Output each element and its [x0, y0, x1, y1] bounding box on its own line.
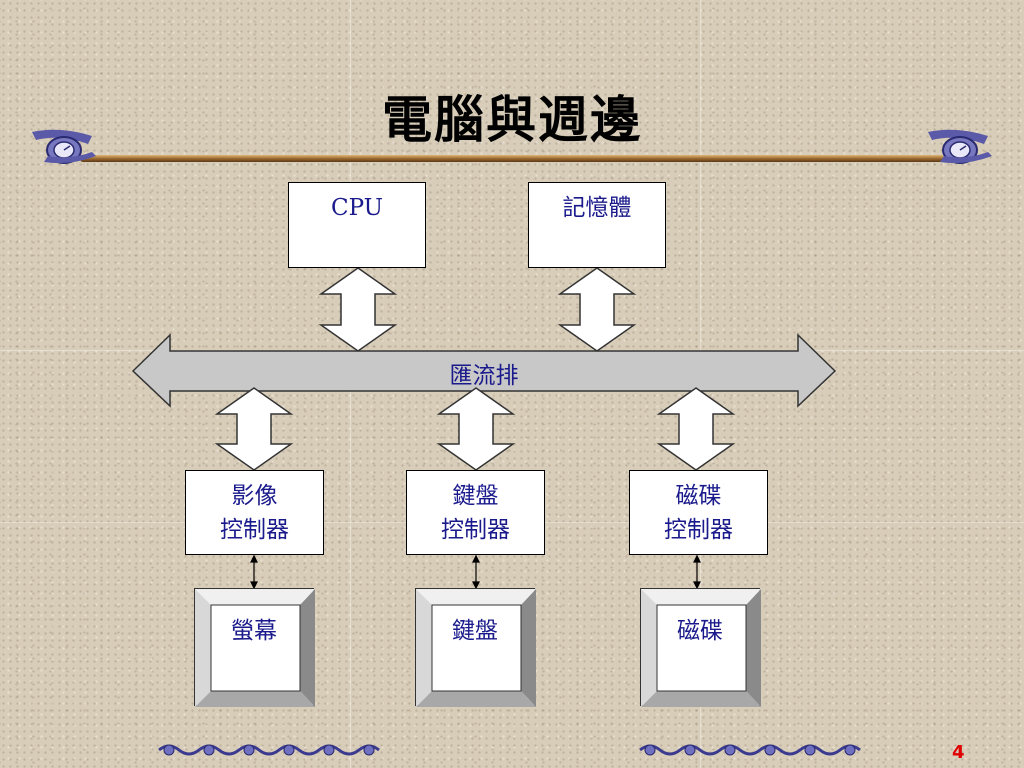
bus-arrow	[131, 333, 837, 408]
video-controller-box: 影像 控制器	[185, 470, 324, 555]
keyboard-label: 鍵盤	[452, 618, 498, 644]
slide-title: 電腦與週邊	[382, 90, 642, 149]
disk-label: 磁碟	[677, 618, 723, 644]
arrowhead-icon	[472, 581, 480, 590]
keyboard-controller-bus-double-arrow	[436, 387, 516, 471]
arrowhead-icon	[472, 554, 480, 563]
monitor-label: 螢幕	[231, 618, 277, 644]
arrowhead-icon	[250, 554, 258, 563]
right-scroll-ornament-icon	[928, 129, 992, 164]
bevel-frame	[641, 589, 761, 707]
cpu-label: CPU	[330, 195, 384, 221]
keyboard-controller-box: 鍵盤 控制器	[406, 470, 545, 555]
disk-controller-label-line2: 控制器	[664, 517, 733, 543]
page-number: 4	[952, 742, 965, 763]
arrowhead-icon	[693, 581, 701, 590]
left-scroll-ornament-icon	[32, 129, 96, 164]
memory-box: 記憶體	[528, 182, 666, 268]
arrowhead-icon	[250, 581, 258, 590]
keyboard-controller-label-line2: 控制器	[441, 517, 510, 543]
keyboard-box: 鍵盤	[415, 588, 536, 707]
video-controller-label-line2: 控制器	[220, 517, 289, 543]
bevel-frame	[195, 589, 315, 707]
bus-label: 匯流排	[450, 363, 519, 389]
memory-label: 記憶體	[562, 195, 632, 221]
video-controller-bus-double-arrow	[214, 387, 294, 471]
bevel-frame	[416, 589, 536, 707]
disk-box: 磁碟	[640, 588, 761, 707]
video-controller-label-line1: 影像	[231, 483, 278, 509]
cpu-bus-double-arrow	[318, 267, 398, 352]
disk-controller-bus-double-arrow	[656, 387, 736, 471]
arrowhead-icon	[693, 554, 701, 563]
footer-right-scroll-ornament-icon	[639, 744, 861, 756]
disk-controller-box: 磁碟 控制器	[629, 470, 768, 555]
title-rule	[80, 155, 944, 162]
disk-controller-label-line1: 磁碟	[675, 483, 722, 509]
memory-bus-double-arrow	[557, 267, 637, 352]
cpu-box: CPU	[288, 182, 426, 268]
footer-left-scroll-ornament-icon	[158, 744, 380, 756]
keyboard-controller-label-line1: 鍵盤	[452, 483, 499, 509]
monitor-box: 螢幕	[194, 588, 315, 707]
